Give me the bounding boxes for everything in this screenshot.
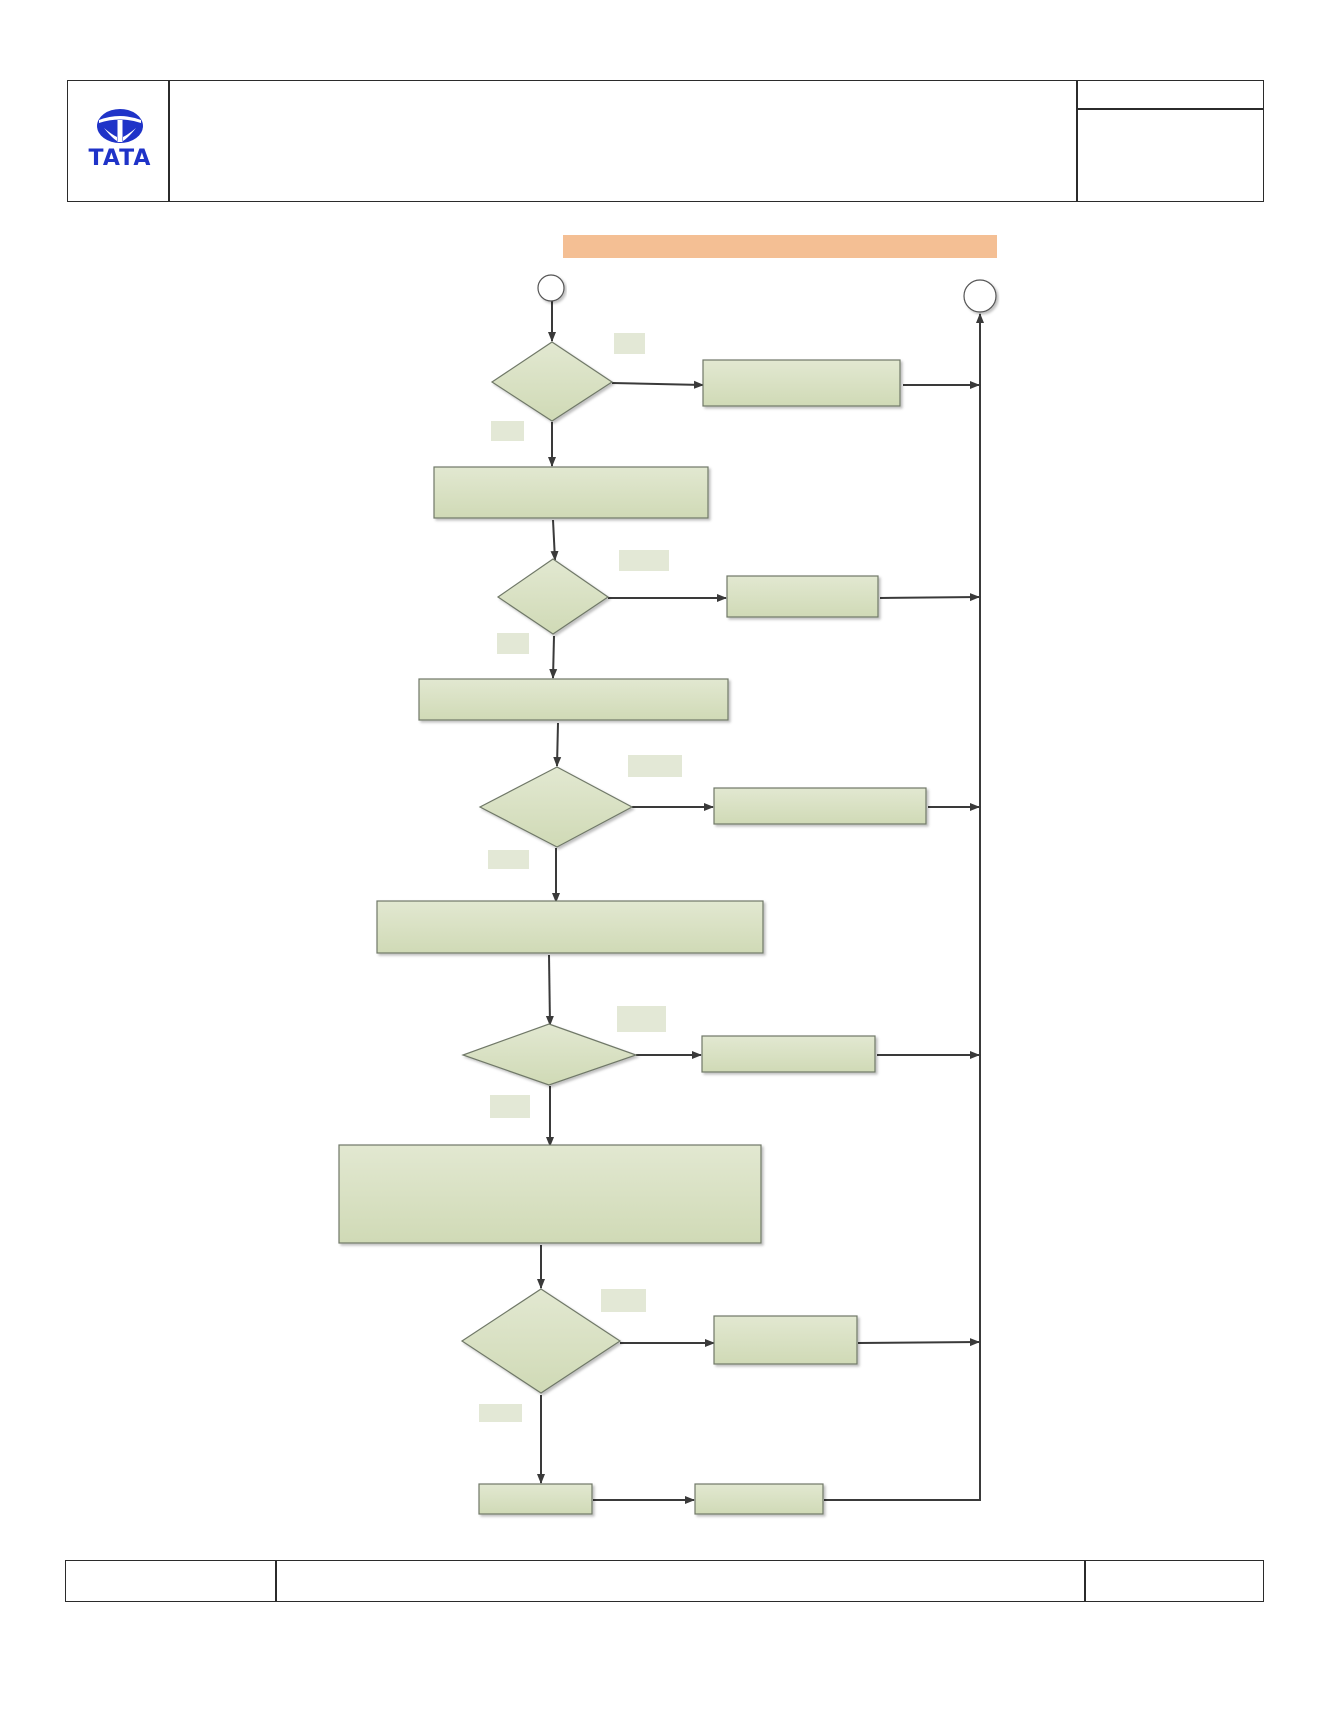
branch-label	[488, 850, 529, 869]
start-terminator	[537, 274, 565, 302]
decision-diamond	[461, 1023, 638, 1086]
header-divider-horizontal	[1076, 108, 1264, 110]
connector	[879, 593, 980, 602]
header-frame	[67, 80, 1264, 202]
process-box	[376, 900, 764, 954]
process-box	[702, 359, 901, 407]
branch-label	[601, 1289, 646, 1312]
connector	[550, 519, 559, 561]
process-box	[726, 575, 879, 618]
footer-left-box	[65, 1560, 276, 1602]
decision-diamond	[460, 1288, 622, 1394]
connector	[549, 635, 558, 679]
branch-label	[497, 633, 529, 654]
process-box	[418, 678, 729, 721]
connector	[545, 954, 554, 1026]
header-divider-left	[168, 80, 170, 202]
title-banner	[563, 235, 997, 258]
connector	[857, 1338, 980, 1347]
connector	[611, 380, 704, 389]
branch-label	[628, 755, 682, 777]
footer-divider-right	[1084, 1560, 1086, 1602]
branch-label	[617, 1006, 666, 1032]
decision-diamond	[478, 766, 634, 848]
footer-center	[277, 1560, 1083, 1600]
footer-right	[1086, 1560, 1262, 1600]
process-box	[478, 1483, 593, 1515]
header-divider-right	[1076, 80, 1078, 202]
process-box	[694, 1483, 824, 1515]
footer-divider-left	[275, 1560, 277, 1602]
tata-logo: TATA	[82, 106, 158, 172]
end-terminator	[963, 279, 997, 313]
process-box	[713, 787, 927, 825]
branch-label	[614, 333, 645, 354]
process-box	[433, 466, 709, 519]
decision-diamond	[496, 558, 610, 635]
connectors	[537, 300, 984, 1504]
connector	[824, 313, 984, 1501]
branch-label	[490, 1095, 530, 1118]
branch-label	[619, 550, 669, 571]
connector	[553, 722, 562, 767]
footer-frame	[65, 1560, 1264, 1602]
tata-logo-icon	[97, 109, 143, 143]
decision-diamond	[490, 341, 614, 422]
process-box	[713, 1315, 858, 1365]
branch-label	[491, 421, 524, 441]
process-box	[701, 1035, 876, 1073]
process-box	[338, 1144, 762, 1244]
footer-left	[67, 1560, 274, 1600]
logo-wordmark: TATA	[88, 146, 152, 171]
branch-label	[479, 1404, 522, 1422]
